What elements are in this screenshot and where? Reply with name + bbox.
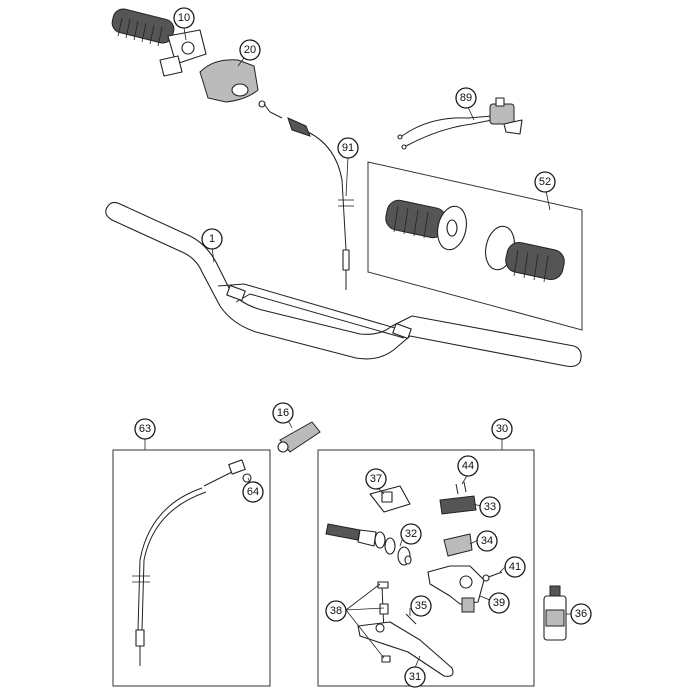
- callout-44: 44: [457, 455, 479, 477]
- reservoir-cap: [439, 495, 477, 515]
- callout-64: 64: [242, 481, 264, 503]
- callout-91: 91: [337, 137, 359, 159]
- callout-89: 89: [455, 87, 477, 109]
- callout-label: 35: [415, 600, 427, 612]
- brake-lever: [357, 621, 454, 677]
- callout-label: 34: [481, 535, 493, 547]
- callout-35: 35: [410, 595, 432, 617]
- kill-switch: [397, 97, 523, 150]
- throttle-housing-cover: [199, 59, 259, 103]
- callout-label: 44: [462, 460, 474, 472]
- callout-32: 32: [400, 523, 422, 545]
- callout-label: 91: [342, 142, 354, 154]
- callout-label: 16: [277, 407, 289, 419]
- grips-group-box: [367, 161, 583, 331]
- piston-kit: [325, 523, 412, 566]
- callout-1: 1: [201, 228, 223, 250]
- callout-16: 16: [272, 402, 294, 424]
- callout-label: 31: [409, 671, 421, 683]
- brake-fluid-bottle: [543, 585, 567, 641]
- callout-label: 33: [484, 501, 496, 513]
- callout-label: 63: [139, 423, 151, 435]
- callout-37: 37: [365, 468, 387, 490]
- callout-36: 36: [570, 603, 592, 625]
- callout-10: 10: [173, 7, 195, 29]
- callout-63: 63: [134, 418, 156, 440]
- callout-33: 33: [479, 496, 501, 518]
- callout-41: 41: [504, 556, 526, 578]
- grip-set: [385, 199, 565, 283]
- throttle-cable: [258, 100, 354, 290]
- callout-label: 64: [247, 486, 259, 498]
- banjo-bolt: [482, 571, 503, 582]
- diaphragm: [443, 533, 473, 557]
- cable-sleeve: [277, 421, 321, 453]
- clutch-cable: [132, 459, 246, 666]
- callout-39: 39: [488, 592, 510, 614]
- leader-lines: [144, 27, 572, 671]
- callout-label: 37: [370, 473, 382, 485]
- callout-label: 36: [575, 608, 587, 620]
- callout-label: 52: [539, 176, 551, 188]
- clamp: [369, 485, 411, 513]
- callout-label: 39: [493, 597, 505, 609]
- callout-34: 34: [476, 530, 498, 552]
- callout-label: 20: [244, 44, 256, 56]
- callout-30: 30: [491, 418, 513, 440]
- callout-label: 10: [178, 12, 190, 24]
- callout-label: 30: [496, 423, 508, 435]
- callout-52: 52: [534, 171, 556, 193]
- brake-master-cylinder-group-box: [317, 449, 535, 687]
- callout-38: 38: [325, 600, 347, 622]
- callout-label: 32: [405, 528, 417, 540]
- callout-label: 1: [209, 233, 215, 245]
- adjuster-screw: [405, 613, 417, 625]
- master-cylinder-body: [427, 565, 485, 613]
- callout-label: 89: [460, 92, 472, 104]
- throttle-grip-assembly: [111, 8, 207, 77]
- callout-label: 41: [509, 561, 521, 573]
- callout-31: 31: [404, 666, 426, 688]
- clutch-cable-group-box: [112, 449, 271, 687]
- handlebar: [105, 201, 582, 368]
- callout-label: 38: [330, 605, 342, 617]
- reservoir-cap-screws: [455, 481, 467, 495]
- callout-20: 20: [239, 39, 261, 61]
